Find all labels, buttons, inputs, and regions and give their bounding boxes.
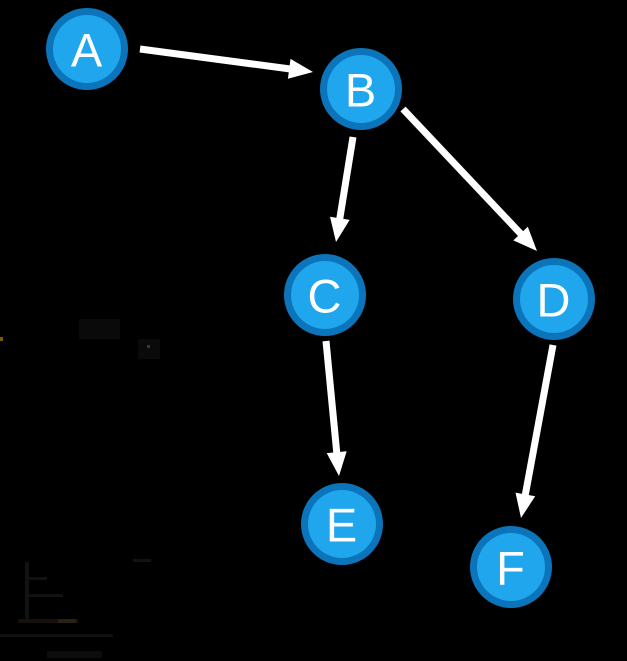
edge-line [322,340,341,456]
background-smudge [0,634,113,637]
edge-line [139,45,293,73]
background-smudge [25,562,29,622]
background-smudge [25,577,47,580]
node-fill [308,490,376,558]
background-smudge [18,619,78,623]
node-A[interactable]: A [46,8,128,90]
edge-D-F[interactable] [515,344,557,518]
arrowhead-icon [287,58,313,79]
node-label: F [496,542,526,595]
arrowhead-icon [326,451,347,476]
background-smudge [58,619,76,623]
node-fill [291,261,359,329]
background-smudge [47,651,102,658]
node-label: E [326,499,358,552]
background-smudge [0,337,3,341]
edge-line [400,106,526,239]
edge-line [335,136,357,222]
node-C[interactable]: C [284,254,366,336]
arrowhead-icon [515,492,536,518]
node-label: D [537,274,572,327]
node-B[interactable]: B [320,48,402,130]
node-label: B [345,64,377,117]
node-fill [53,15,121,83]
node-fill [520,265,588,333]
edge-B-C[interactable] [330,136,357,242]
edge-line [521,344,557,498]
background-smudge [79,319,120,339]
node-D[interactable]: D [513,258,595,340]
background-smudge [138,339,160,359]
arrowhead-icon [513,226,537,251]
node-label: C [308,270,343,323]
background-smudge [133,559,151,562]
edge-B-D[interactable] [400,106,537,251]
node-fill [477,533,545,601]
node-E[interactable]: E [301,483,383,565]
node-fill [327,55,395,123]
edge-A-B[interactable] [139,45,313,79]
background-smudge [147,345,150,348]
edge-C-E[interactable] [322,340,347,476]
node-F[interactable]: F [470,526,552,608]
arrowhead-icon [330,216,350,242]
background-smudge [25,594,63,597]
node-label: A [71,24,103,77]
